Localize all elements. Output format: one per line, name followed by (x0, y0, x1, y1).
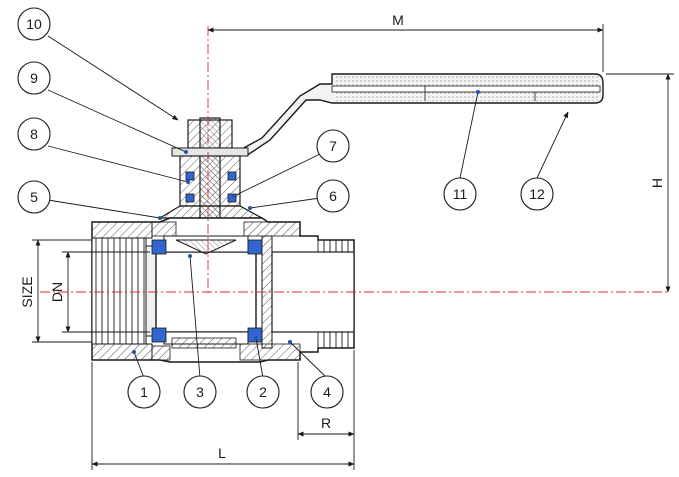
center-lines (40, 26, 670, 296)
svg-text:7: 7 (329, 138, 337, 154)
dim-r-label: R (321, 415, 331, 431)
stem-assembly (157, 117, 263, 229)
callout-1: 1 (127, 375, 161, 409)
handle-lever (238, 73, 604, 157)
callout-5: 5 (17, 180, 51, 214)
callout-6: 6 (316, 179, 350, 213)
callout-4: 4 (310, 375, 344, 409)
callout-2: 2 (246, 375, 280, 409)
svg-text:8: 8 (30, 126, 38, 142)
callout-10: 10 (17, 7, 51, 41)
dim-l-label: L (218, 445, 226, 461)
svg-text:1: 1 (140, 384, 148, 400)
svg-text:9: 9 (30, 70, 38, 86)
callout-7: 7 (316, 129, 350, 163)
callout-11: 11 (443, 177, 477, 211)
svg-text:11: 11 (453, 186, 468, 202)
callout-3: 3 (183, 375, 217, 409)
dim-dn-label: DN (49, 282, 65, 302)
leader-dots (132, 90, 480, 354)
callout-12: 12 (520, 177, 554, 211)
svg-text:2: 2 (259, 384, 267, 400)
callout-9: 9 (17, 61, 51, 95)
svg-text:3: 3 (196, 384, 204, 400)
seat-rings (151, 239, 263, 343)
dim-size-label: SIZE (19, 276, 35, 307)
svg-text:4: 4 (323, 384, 331, 400)
dim-h-label: H (649, 178, 665, 188)
leader-lines (47, 35, 569, 379)
svg-text:10: 10 (26, 16, 42, 32)
dimension-lines (32, 24, 674, 470)
svg-text:5: 5 (30, 189, 38, 205)
dim-m-label: M (392, 12, 404, 28)
callout-8: 8 (17, 117, 51, 151)
svg-text:12: 12 (529, 186, 545, 202)
svg-text:6: 6 (329, 188, 337, 204)
